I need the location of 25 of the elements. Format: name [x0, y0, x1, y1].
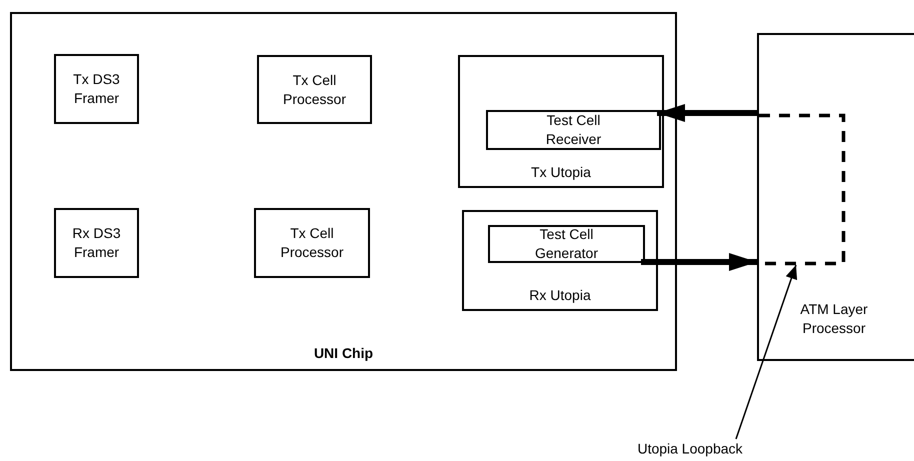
block-box: [757, 33, 914, 361]
block-label: Tx Cell Processor: [279, 224, 345, 262]
callout-text: Utopia Loopback: [636, 440, 744, 458]
block-box: [486, 110, 661, 150]
block-label: ATM Layer Processor: [799, 300, 869, 338]
leader-line: [735, 264, 798, 440]
block-label: Tx Cell Processor: [282, 70, 348, 108]
block-box: [462, 210, 658, 311]
block-label: Rx DS3 Framer: [71, 224, 122, 262]
block-box: [254, 208, 370, 278]
block-label: Tx DS3 Framer: [72, 70, 121, 108]
block-box: [257, 55, 372, 124]
arrow: [641, 253, 757, 271]
block-box: [54, 208, 139, 278]
block-label: Rx Utopia: [528, 286, 592, 305]
block-box: [54, 54, 139, 124]
block-label: Tx Utopia: [530, 163, 592, 182]
block-label: Test Cell Receiver: [544, 111, 602, 149]
block-label: Test Cell Generator: [534, 225, 600, 263]
chip-box: [10, 12, 677, 371]
loopback-path: [759, 114, 845, 265]
block-label: UNI Chip: [312, 344, 374, 363]
block-box: [488, 225, 645, 263]
block-box: [458, 55, 664, 188]
arrow: [657, 104, 757, 122]
